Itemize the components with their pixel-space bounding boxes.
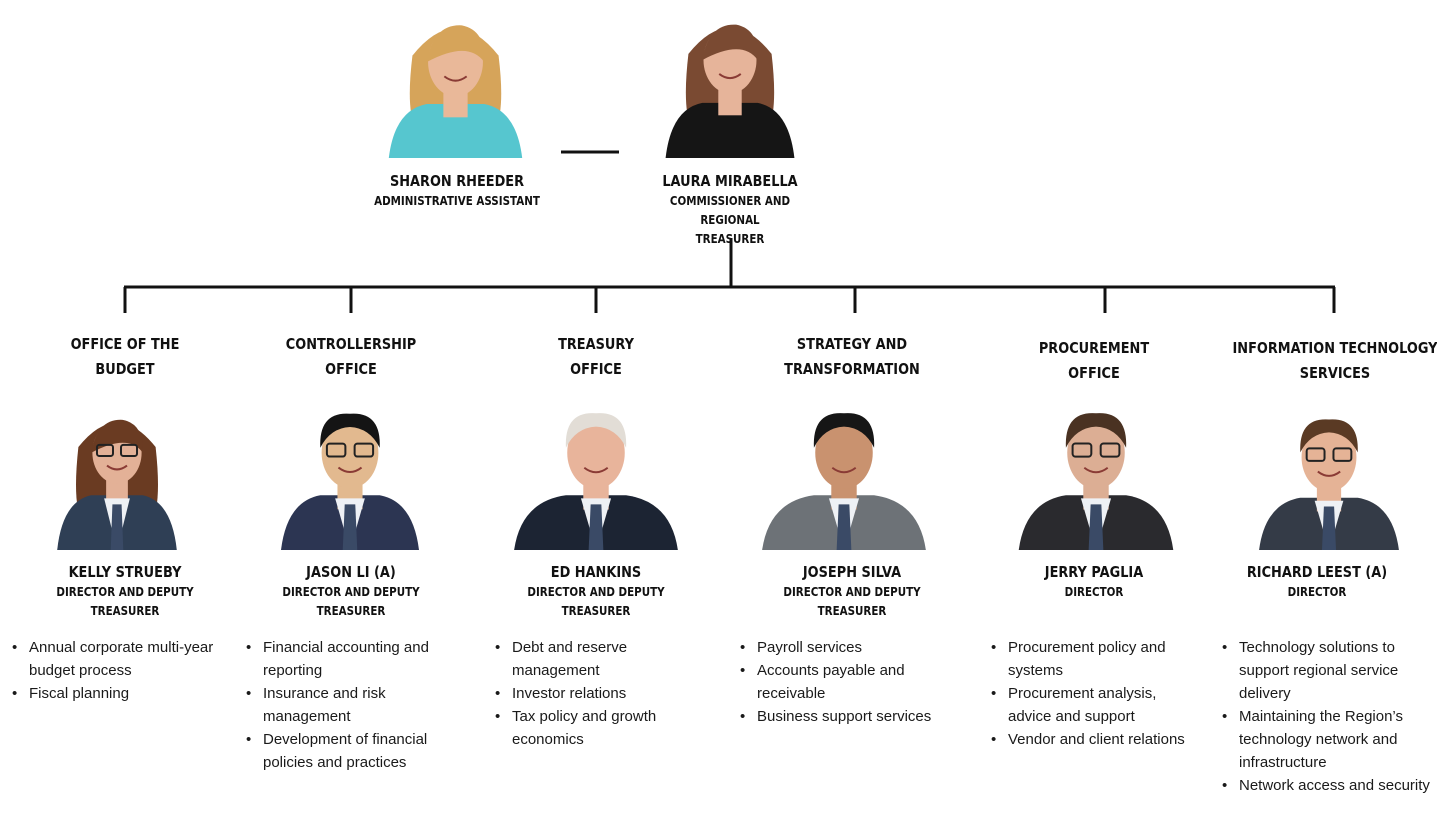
face-shape: [321, 417, 379, 489]
bullet-item: Insurance and risk management: [246, 682, 472, 728]
director-title-jason: DIRECTOR AND DEPUTY TREASURER: [282, 585, 420, 618]
bullets-budget: Annual corporate multi-year budget proce…: [12, 636, 238, 705]
bullet-item: Payroll services: [740, 636, 960, 659]
bullets-controllership: Financial accounting and reporting Insur…: [246, 636, 472, 774]
bullet-item: Annual corporate multi-year budget proce…: [12, 636, 238, 682]
bullet-item: Procurement analysis, advice and support: [991, 682, 1191, 728]
smile-shape: [106, 464, 128, 471]
director-title-joseph: DIRECTOR AND DEPUTY TREASURER: [783, 585, 921, 618]
director-name-ed: ED HANKINS: [550, 563, 642, 581]
bullets-treasury: Debt and reserve management Investor rel…: [495, 636, 695, 751]
smile-shape: [443, 75, 468, 82]
smile-shape: [583, 466, 609, 474]
face-shape: [567, 416, 625, 489]
photo-sharon-rheeder: [383, 8, 528, 158]
photo-laura-mirabella: [660, 5, 800, 158]
bullet-item: Fiscal planning: [12, 682, 238, 705]
face-shape: [1067, 416, 1125, 489]
tie-shape: [836, 504, 852, 550]
bullet-item: Procurement policy and systems: [991, 636, 1191, 682]
smile-shape: [831, 466, 857, 474]
glasses-lens-right: [120, 443, 139, 458]
office-heading-strategy: STRATEGY AND TRANSFORMATION: [784, 335, 920, 378]
director-name-kelly: KELLY STRUEBY: [68, 563, 182, 581]
tie-shape: [110, 504, 124, 550]
photo-jason-li: [275, 398, 425, 550]
hair-shape: [320, 413, 380, 448]
face-shape: [1301, 422, 1357, 492]
smile-shape: [337, 466, 363, 474]
tie-shape: [1088, 504, 1104, 550]
bullet-item: Investor relations: [495, 682, 695, 705]
photo-joseph-silva: [755, 398, 933, 550]
bullet-item: Maintaining the Region’s technology netw…: [1222, 705, 1434, 774]
photo-jerry-paglia: [1012, 398, 1180, 550]
leader-name-laura: LAURA MIRABELLA: [662, 172, 798, 190]
glasses-lens-left: [325, 442, 347, 458]
bullet-item: Network access and security: [1222, 774, 1434, 797]
glasses-lens-left: [1305, 447, 1326, 462]
director-title-ed: DIRECTOR AND DEPUTY TREASURER: [527, 585, 665, 618]
hair-shape: [565, 413, 627, 448]
leader-title-sharon: ADMINISTRATIVE ASSISTANT: [374, 194, 540, 208]
tie-shape: [1321, 506, 1337, 550]
bullets-strategy: Payroll services Accounts payable and re…: [740, 636, 960, 728]
bullets-its: Technology solutions to support regional…: [1222, 636, 1434, 797]
hair-shape: [1065, 413, 1127, 448]
leader-title-laura: COMMISSIONER AND REGIONAL TREASURER: [669, 194, 791, 246]
tie-shape: [588, 504, 604, 550]
smile-shape: [718, 73, 742, 80]
glasses-lens-left: [95, 443, 114, 458]
bullets-procurement: Procurement policy and systems Procureme…: [991, 636, 1191, 751]
bullet-item: Accounts payable and receivable: [740, 659, 960, 705]
glasses-lens-right: [1332, 447, 1353, 462]
director-name-richard: RICHARD LEEST (A): [1246, 563, 1388, 581]
office-heading-controllership: CONTROLLERSHIP OFFICE: [285, 335, 417, 378]
bullet-item: Financial accounting and reporting: [246, 636, 472, 682]
hair-shape: [426, 25, 485, 62]
hair-shape: [702, 24, 758, 61]
bullet-item: Vendor and client relations: [991, 728, 1191, 751]
hair-shape: [813, 413, 875, 448]
smile-shape: [1083, 466, 1109, 474]
bullet-item: Tax policy and growth economics: [495, 705, 695, 751]
face-shape: [815, 416, 873, 489]
director-name-jerry: JERRY PAGLIA: [1044, 563, 1144, 581]
director-title-jerry: DIRECTOR: [1064, 585, 1124, 599]
glasses-lens-right: [353, 442, 375, 458]
torso-shape: [665, 102, 795, 158]
director-name-joseph: JOSEPH SILVA: [802, 563, 902, 581]
photo-kelly-strueby: [52, 398, 182, 550]
director-title-kelly: DIRECTOR AND DEPUTY TREASURER: [56, 585, 194, 618]
director-name-jason: JASON LI (A): [306, 563, 396, 581]
bullet-item: Business support services: [740, 705, 960, 728]
photo-ed-hankins: [507, 398, 685, 550]
bullet-item: Development of financial policies and pr…: [246, 728, 472, 774]
leader-name-sharon: SHARON RHEEDER: [389, 172, 525, 190]
office-heading-treasury: TREASURY OFFICE: [558, 335, 634, 378]
director-title-richard: DIRECTOR: [1287, 585, 1347, 599]
office-heading-its: INFORMATION TECHNOLOGY SERVICES: [1232, 339, 1437, 382]
tie-shape: [342, 504, 358, 550]
torso-shape: [388, 104, 523, 158]
office-heading-procurement: PROCUREMENT OFFICE: [1038, 339, 1150, 382]
photo-richard-leest: [1253, 405, 1405, 550]
hair-shape: [1300, 419, 1358, 453]
glasses-lens-left: [1071, 442, 1093, 458]
bullet-item: Debt and reserve management: [495, 636, 695, 682]
glasses-lens-right: [1099, 442, 1121, 458]
bullet-item: Technology solutions to support regional…: [1222, 636, 1434, 705]
smile-shape: [1317, 470, 1341, 477]
office-heading-budget: OFFICE OF THE BUDGET: [70, 335, 180, 378]
